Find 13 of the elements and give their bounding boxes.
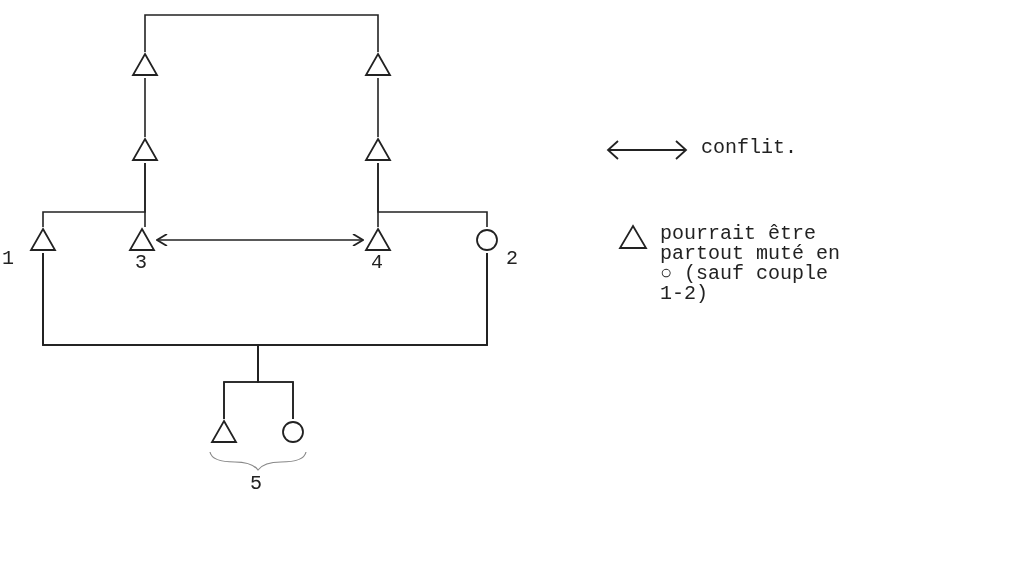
person-number: 2 bbox=[506, 249, 518, 269]
kinship-line bbox=[377, 162, 488, 228]
group-number: 5 bbox=[250, 474, 262, 494]
kinship-line bbox=[377, 77, 379, 138]
person-number: 1 bbox=[2, 249, 14, 269]
person-number: 4 bbox=[371, 253, 383, 273]
kinship-line bbox=[144, 162, 146, 228]
legend-text: conflit. bbox=[701, 138, 797, 158]
legend-text: pourrait être partout muté en ○ (sauf couple 1-2) bbox=[660, 224, 842, 304]
person-number: 3 bbox=[135, 253, 147, 273]
kinship-line bbox=[144, 14, 379, 53]
kinship-line bbox=[144, 77, 146, 138]
double-arrow bbox=[156, 233, 364, 247]
